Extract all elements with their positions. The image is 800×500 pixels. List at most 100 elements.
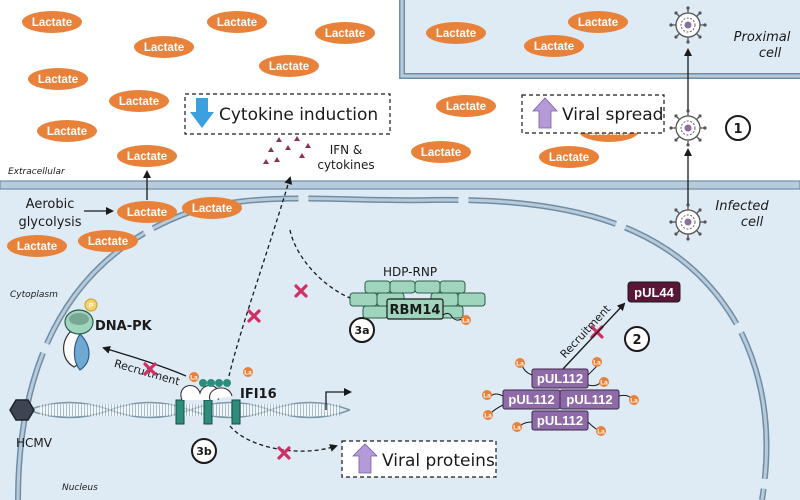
lactate-molecule: Lactate <box>539 146 599 168</box>
ifi16-signaling-path <box>228 176 293 377</box>
viral-proteins-label: Viral proteins <box>382 451 495 471</box>
aerobic-label: Aerobic <box>26 197 75 212</box>
transcription-arrow <box>325 388 352 410</box>
rbm14-protein <box>386 298 444 320</box>
virion-icon <box>668 202 708 242</box>
svg-text:La: La <box>483 393 491 400</box>
ifi16-label: IFI16 <box>240 387 277 402</box>
virion-icon <box>668 108 708 148</box>
lactate-label: Lactate <box>144 42 184 54</box>
dna-pk-protein: P <box>63 298 98 371</box>
step-2-badge: 2 <box>624 326 650 352</box>
dna-pk-recruitment-arrow <box>102 345 187 377</box>
svg-text:La: La <box>597 429 605 436</box>
cytokines-label: cytokines <box>317 158 374 172</box>
lactate-molecule: Lactate <box>207 11 267 33</box>
svg-text:1: 1 <box>733 122 742 137</box>
lactate-molecule: Lactate <box>426 22 486 44</box>
viral-protein-path <box>229 425 338 452</box>
lactate-label: Lactate <box>534 41 574 53</box>
glycolysis-label: glycolysis <box>18 215 81 230</box>
hdp-rnp-label: HDP-RNP <box>383 265 437 279</box>
lactate-label: Lactate <box>88 236 128 248</box>
pul112-lactylation-marks: La La La La La La La La <box>482 357 639 436</box>
proximal-cell-label-1: Proximal <box>734 30 791 45</box>
lactate-molecule: Lactate <box>182 197 242 219</box>
nucleus-label: Nucleus <box>62 483 98 493</box>
step-3a-badge: 3a <box>349 317 375 343</box>
lactate-molecule: Lactate <box>78 230 138 252</box>
lactate-label: Lactate <box>32 17 72 29</box>
pul44-protein <box>627 281 681 303</box>
infected-cell-label-2: cell <box>741 215 764 230</box>
ifi16-protein <box>175 379 241 425</box>
pul112-label: pUL112 <box>566 392 612 407</box>
svg-text:3b: 3b <box>196 445 212 458</box>
pul112-label: pUL112 <box>537 413 583 428</box>
hcmv-capsid-icon <box>9 399 35 421</box>
viral-dna <box>27 401 351 419</box>
lactate-molecule: Lactate <box>134 36 194 58</box>
pul112-label: pUL112 <box>537 371 583 386</box>
lactate-label: Lactate <box>119 96 159 108</box>
svg-text:La: La <box>244 370 252 377</box>
hcmv-label: HCMV <box>16 436 53 450</box>
lactate-molecule: Lactate <box>28 68 88 90</box>
ifi16-lactylation-marks: La La <box>189 367 253 382</box>
down-arrow-icon <box>190 98 214 128</box>
phospho-label: P <box>89 303 94 310</box>
dna-pk-label: DNA-PK <box>95 319 153 334</box>
lactate-molecule: Lactate <box>109 90 169 112</box>
lactate-molecule: Lactate <box>7 235 67 257</box>
pul44-recruitment-arrow <box>561 302 626 371</box>
rbm14-label: RBM14 <box>390 303 441 318</box>
cytokine-induction-box <box>184 93 391 135</box>
cytokine-induction-label: Cytokine induction <box>219 105 378 125</box>
plasma-membrane <box>0 180 800 190</box>
virion-icon <box>668 5 708 45</box>
pul112-label: pUL112 <box>508 392 554 407</box>
proximal-cell-label-2: cell <box>759 46 782 61</box>
up-arrow-icon <box>532 97 558 129</box>
inhibition-marks <box>143 284 604 460</box>
svg-text:La: La <box>600 380 608 387</box>
svg-text:3a: 3a <box>354 324 369 337</box>
ifn-label: IFN & <box>330 143 363 157</box>
svg-text:La: La <box>484 413 492 420</box>
lactate-molecule: Lactate <box>117 201 177 223</box>
lactate-label: Lactate <box>446 101 486 113</box>
lactate-label: Lactate <box>47 126 87 138</box>
lactate-molecule: Lactate <box>315 22 375 44</box>
infected-cell-label-1: Infected <box>715 199 769 214</box>
pul44-label: pUL44 <box>634 285 675 300</box>
svg-text:La: La <box>190 375 198 382</box>
svg-text:La: La <box>630 398 638 405</box>
rnp-signaling-path <box>289 229 351 299</box>
lactate-molecule: Lactate <box>22 11 82 33</box>
svg-text:La: La <box>516 361 524 368</box>
lactate-molecule: Lactate <box>259 55 319 77</box>
lactate-label: Lactate <box>269 61 309 73</box>
lactate-molecule: Lactate <box>37 120 97 142</box>
step-3b-badge: 3b <box>191 438 217 464</box>
lactate-label: Lactate <box>17 241 57 253</box>
lactate-label: Lactate <box>549 152 589 164</box>
lactate-molecule: Lactate <box>568 11 628 33</box>
lactylation-mark: La <box>461 315 471 325</box>
lactate-label: Lactate <box>127 151 167 163</box>
svg-text:La: La <box>593 360 601 367</box>
svg-text:2: 2 <box>632 333 641 348</box>
lactate-molecule: Lactate <box>436 95 496 117</box>
lactate-label: Lactate <box>436 28 476 40</box>
lactate-molecule: Lactate <box>117 145 177 167</box>
lactate-label: Lactate <box>192 203 232 215</box>
lactate-label: Lactate <box>325 28 365 40</box>
svg-text:La: La <box>513 425 521 432</box>
lactate-label: Lactate <box>217 17 257 29</box>
viral-spread-label: Viral spread <box>562 105 663 125</box>
up-arrow-icon <box>352 443 378 474</box>
cytokine-triangles <box>263 136 311 164</box>
